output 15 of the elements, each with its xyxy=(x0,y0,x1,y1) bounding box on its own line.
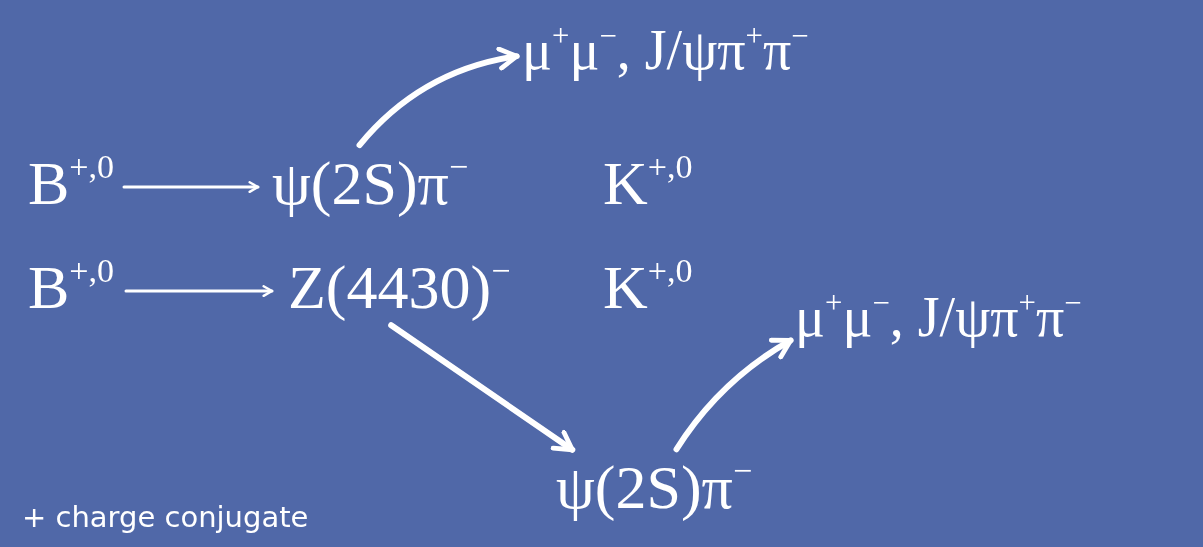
particle-label: B$^{+,0}$ xyxy=(28,148,115,220)
particle-label: ψ(2S)π$^{−}$ xyxy=(272,148,469,220)
arrow xyxy=(673,337,794,453)
arrow xyxy=(122,181,260,194)
particle-label: μ$^{+}$μ$^{−}$, J/ψπ$^{+}$π$^{−}$ xyxy=(795,285,1082,350)
arrow xyxy=(124,285,274,298)
arrow xyxy=(356,47,520,149)
particle-label: ψ(2S)π$^{−}$ xyxy=(556,452,753,524)
particle-label: K$^{+,0}$ xyxy=(603,252,693,324)
particle-label: B$^{+,0}$ xyxy=(28,252,115,324)
particle-label: K$^{+,0}$ xyxy=(603,148,693,220)
particle-label: μ$^{+}$μ$^{−}$, J/ψπ$^{+}$π$^{−}$ xyxy=(522,18,809,83)
particle-label: Z(4430)$^{−}$ xyxy=(288,252,511,324)
note: + charge conjugate xyxy=(22,500,309,534)
arrow xyxy=(388,322,576,453)
